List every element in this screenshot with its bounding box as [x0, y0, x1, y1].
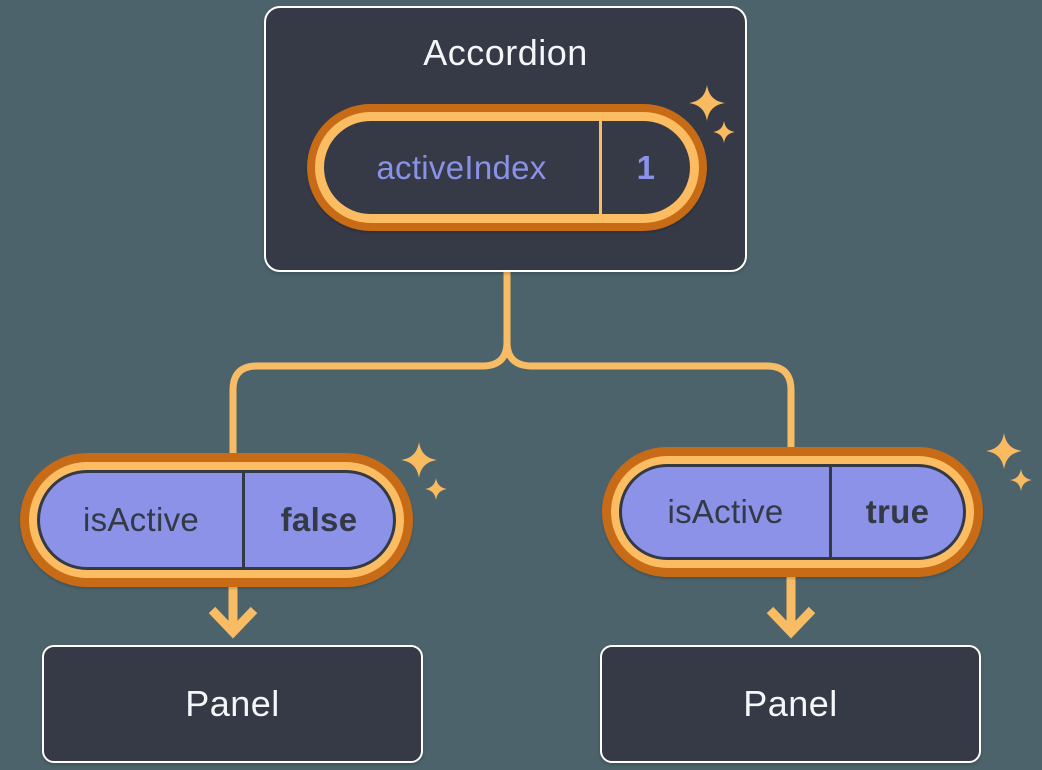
panel-title: Panel: [743, 683, 838, 724]
state-label: isActive: [82, 501, 200, 538]
state-label: activeIndex: [376, 148, 547, 186]
state-pill-inner-ring: activeIndex 1: [315, 112, 699, 223]
connector-right-branch: [503, 270, 795, 450]
sparkle-icon: [401, 442, 447, 500]
pill-divider: [599, 121, 602, 214]
state-pill-isactive-left: isActive false: [20, 453, 413, 587]
state-value: true: [865, 493, 930, 530]
state-pill-activeindex: activeIndex 1: [307, 104, 707, 231]
pill-divider: [829, 467, 832, 557]
state-value: 1: [636, 148, 656, 186]
accordion-title: Accordion: [423, 32, 588, 73]
state-pill-body: isActive true: [619, 464, 966, 560]
state-pill-body: isActive false: [37, 470, 396, 570]
sparkle-icon: [986, 433, 1032, 491]
arrow-down-left-icon: [208, 586, 258, 639]
state-pill-isactive-right: isActive true: [602, 447, 983, 577]
state-pill-inner-ring: isActive true: [611, 456, 974, 568]
connector-left-branch: [229, 270, 511, 456]
panel-node-left: Panel: [42, 645, 423, 763]
state-label: isActive: [667, 493, 784, 530]
panel-title: Panel: [185, 683, 280, 724]
arrow-down-right-icon: [766, 577, 816, 639]
panel-node-right: Panel: [600, 645, 981, 763]
pill-divider: [242, 473, 245, 567]
state-pill-body: activeIndex 1: [324, 121, 690, 214]
sparkle-icon: [689, 85, 735, 143]
state-value: false: [280, 501, 358, 538]
state-pill-inner-ring: isActive false: [29, 462, 404, 578]
